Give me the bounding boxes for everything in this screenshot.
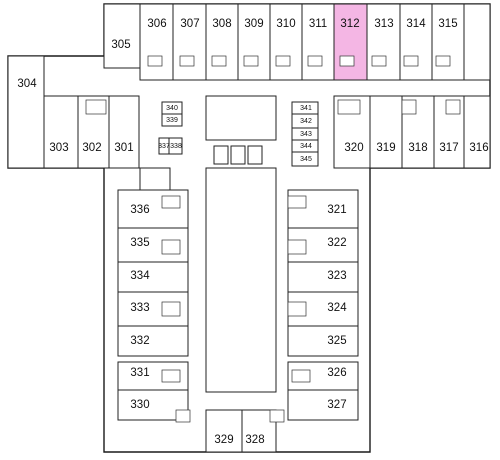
central-core [205, 95, 319, 393]
room-303[interactable] [43, 95, 79, 169]
label-330: 330 [130, 399, 149, 411]
room-315[interactable] [431, 3, 465, 81]
room-301[interactable] [108, 95, 140, 169]
label-334: 334 [130, 270, 150, 282]
elevator-3 [247, 145, 263, 165]
label-333: 333 [130, 302, 149, 314]
atrium-void [205, 167, 277, 393]
room-338[interactable] [168, 137, 183, 155]
room-334[interactable] [117, 261, 189, 293]
room-339[interactable] [161, 113, 183, 127]
label-340: 340 [166, 105, 178, 112]
label-308: 308 [212, 18, 231, 30]
label-318: 318 [408, 142, 427, 154]
east-wing [333, 95, 491, 169]
south-east-rooms [241, 189, 359, 453]
label-309: 309 [244, 18, 263, 30]
room-304[interactable] [7, 55, 45, 169]
label-329: 329 [214, 434, 233, 446]
room-308[interactable] [205, 3, 239, 81]
room-323[interactable] [287, 261, 359, 293]
room-325[interactable] [287, 325, 359, 357]
label-344: 344 [300, 143, 312, 150]
stair-northeast [463, 3, 491, 81]
label-320: 320 [344, 142, 363, 154]
label-313: 313 [374, 18, 393, 30]
room-309[interactable] [237, 3, 271, 81]
room-327[interactable] [287, 389, 359, 421]
label-317: 317 [439, 142, 458, 154]
room-310[interactable] [269, 3, 303, 81]
label-306: 306 [147, 18, 166, 30]
room-313[interactable] [366, 3, 401, 81]
label-338: 338 [170, 143, 182, 150]
label-343: 343 [300, 131, 312, 138]
label-326: 326 [327, 367, 346, 379]
label-315: 315 [438, 18, 457, 30]
label-322: 322 [327, 237, 346, 249]
room-319[interactable] [369, 95, 403, 169]
room-305[interactable] [103, 3, 141, 69]
label-319: 319 [376, 142, 395, 154]
label-325: 325 [327, 335, 346, 347]
label-335: 335 [130, 237, 149, 249]
room-345[interactable] [291, 151, 319, 167]
label-321: 321 [327, 204, 346, 216]
label-310: 310 [276, 18, 295, 30]
room-312-highlighted[interactable] [333, 3, 368, 81]
label-324: 324 [327, 302, 347, 314]
lobby-octagon [205, 95, 277, 141]
north-room-row [103, 3, 491, 81]
label-328: 328 [245, 434, 264, 446]
label-303: 303 [49, 142, 68, 154]
label-341: 341 [300, 105, 312, 112]
stair-west [139, 167, 171, 193]
label-332: 332 [130, 335, 149, 347]
label-327: 327 [327, 399, 346, 411]
room-329[interactable] [205, 409, 243, 453]
elevator-2 [230, 145, 246, 165]
label-301: 301 [114, 142, 133, 154]
room-306[interactable] [139, 3, 174, 81]
label-311: 311 [309, 18, 327, 30]
room-332[interactable] [117, 325, 189, 357]
label-307: 307 [180, 18, 199, 30]
room-314[interactable] [399, 3, 433, 81]
label-304: 304 [17, 78, 37, 90]
room-311[interactable] [301, 3, 335, 81]
bathroom-fixtures [85, 55, 461, 423]
label-339: 339 [166, 117, 178, 124]
label-331: 331 [130, 367, 149, 379]
elevator-1 [213, 145, 229, 165]
label-316: 316 [469, 142, 488, 154]
room-307[interactable] [172, 3, 207, 81]
label-305: 305 [111, 39, 130, 51]
label-345: 345 [300, 156, 312, 163]
room-316[interactable] [463, 95, 491, 169]
room-labels: 305 306 307 308 309 310 311 312 313 314 … [17, 18, 488, 446]
label-342: 342 [300, 118, 312, 125]
label-302: 302 [82, 142, 101, 154]
label-337: 337 [158, 143, 170, 150]
label-314: 314 [406, 18, 426, 30]
label-336: 336 [130, 204, 149, 216]
label-323: 323 [327, 270, 346, 282]
label-312: 312 [340, 18, 359, 30]
